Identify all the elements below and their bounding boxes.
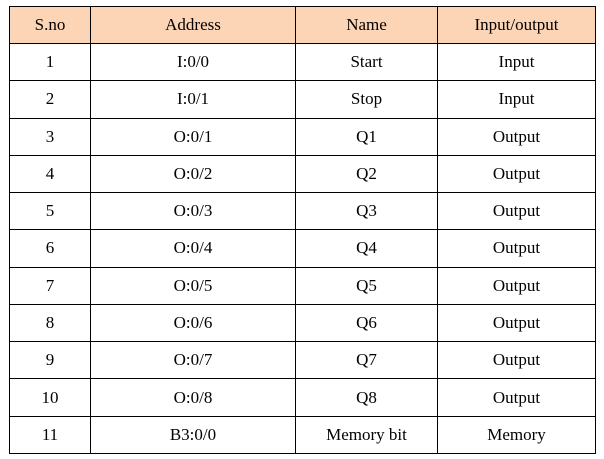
table-row: 3 O:0/1 Q1 Output bbox=[9, 117, 596, 156]
table-row: 2 I:0/1 Stop Input bbox=[9, 80, 596, 119]
cell-name: Q4 bbox=[295, 229, 438, 268]
cell-name: Q8 bbox=[295, 378, 438, 417]
cell-input-output: Output bbox=[437, 378, 596, 417]
table-row: 1 I:0/0 Start Input bbox=[9, 42, 596, 82]
cell-input-output: Output bbox=[437, 266, 596, 305]
header-input-output: Input/output bbox=[437, 6, 596, 44]
cell-input-output: Output bbox=[437, 117, 596, 156]
cell-address: I:0/1 bbox=[90, 80, 296, 119]
header-name: Name bbox=[295, 6, 438, 44]
cell-address: O:0/7 bbox=[90, 341, 296, 380]
table-row: 11 B3:0/0 Memory bit Memory bbox=[9, 415, 596, 455]
cell-input-output: Memory bbox=[437, 415, 596, 455]
cell-name: Start bbox=[295, 42, 438, 82]
table-row: 8 O:0/6 Q6 Output bbox=[9, 303, 596, 343]
table-row: 4 O:0/2 Q2 Output bbox=[9, 154, 596, 194]
cell-input-output: Input bbox=[437, 42, 596, 82]
cell-name: Q5 bbox=[295, 266, 438, 305]
header-address: Address bbox=[90, 6, 296, 44]
cell-sno: 4 bbox=[9, 154, 91, 194]
cell-input-output: Input bbox=[437, 80, 596, 119]
cell-address: O:0/4 bbox=[90, 229, 296, 268]
cell-input-output: Output bbox=[437, 303, 596, 343]
cell-sno: 5 bbox=[9, 192, 91, 231]
cell-name: Q6 bbox=[295, 303, 438, 343]
cell-name: Q1 bbox=[295, 117, 438, 156]
table-row: 9 O:0/7 Q7 Output bbox=[9, 341, 596, 380]
cell-sno: 9 bbox=[9, 341, 91, 380]
header-sno: S.no bbox=[9, 6, 91, 44]
cell-sno: 2 bbox=[9, 80, 91, 119]
cell-name: Stop bbox=[295, 80, 438, 119]
cell-name: Q7 bbox=[295, 341, 438, 380]
table-row: 5 O:0/3 Q3 Output bbox=[9, 192, 596, 231]
cell-name: Q3 bbox=[295, 192, 438, 231]
cell-sno: 1 bbox=[9, 42, 91, 82]
cell-input-output: Output bbox=[437, 229, 596, 268]
cell-sno: 10 bbox=[9, 378, 91, 417]
cell-address: O:0/1 bbox=[90, 117, 296, 156]
cell-address: O:0/2 bbox=[90, 154, 296, 194]
table-row: 10 O:0/8 Q8 Output bbox=[9, 378, 596, 417]
cell-sno: 8 bbox=[9, 303, 91, 343]
cell-sno: 6 bbox=[9, 229, 91, 268]
io-address-table: S.no Address Name Input/output 1 I:0/0 S… bbox=[9, 6, 596, 455]
table-row: 6 O:0/4 Q4 Output bbox=[9, 229, 596, 268]
cell-sno: 7 bbox=[9, 266, 91, 305]
table-header: S.no Address Name Input/output bbox=[9, 6, 596, 44]
table-body: 1 I:0/0 Start Input 2 I:0/1 Stop Input 3… bbox=[9, 42, 596, 455]
cell-address: O:0/8 bbox=[90, 378, 296, 417]
cell-name: Memory bit bbox=[295, 415, 438, 455]
cell-address: O:0/6 bbox=[90, 303, 296, 343]
cell-sno: 11 bbox=[9, 415, 91, 455]
table-row: 7 O:0/5 Q5 Output bbox=[9, 266, 596, 305]
cell-input-output: Output bbox=[437, 341, 596, 380]
cell-address: O:0/5 bbox=[90, 266, 296, 305]
cell-input-output: Output bbox=[437, 154, 596, 194]
cell-name: Q2 bbox=[295, 154, 438, 194]
cell-address: O:0/3 bbox=[90, 192, 296, 231]
header-row: S.no Address Name Input/output bbox=[9, 6, 596, 44]
cell-sno: 3 bbox=[9, 117, 91, 156]
cell-input-output: Output bbox=[437, 192, 596, 231]
cell-address: I:0/0 bbox=[90, 42, 296, 82]
cell-address: B3:0/0 bbox=[90, 415, 296, 455]
